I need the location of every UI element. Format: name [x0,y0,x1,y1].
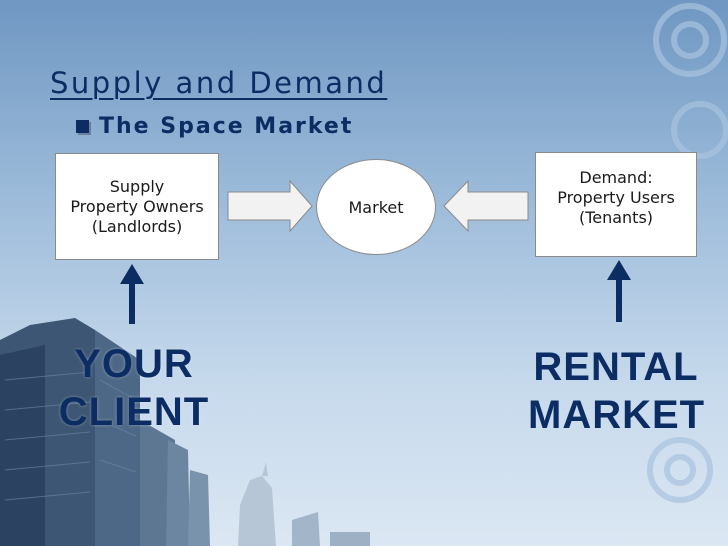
demand-to-market-arrow [443,179,529,233]
market-label: Market [348,197,404,217]
supply-line-2: Property Owners [70,196,204,216]
rental-line-1: RENTAL [533,345,699,389]
building-window-lines [4,371,137,501]
client-line-2: CLIENT [58,390,210,434]
supply-line-3: (Landlords) [91,216,183,236]
demand-line-1: Demand: [579,167,653,187]
subtitle-bullet: The Space Market [76,114,353,139]
rental-market-label: RENTAL MARKET [528,343,704,439]
client-line-1: YOUR [74,342,194,386]
supply-to-market-arrow [227,179,313,233]
slide-title: Supply and Demand [50,66,388,100]
demand-line-2: Property Users [557,187,675,207]
rental-line-2: MARKET [528,393,706,437]
your-client-label: YOUR CLIENT [58,340,210,436]
market-circle: Market [316,159,436,255]
ornament-pattern [647,3,728,503]
supply-line-1: Supply [109,176,165,196]
demand-line-3: (Tenants) [578,207,654,227]
skyline-buildings [0,318,370,546]
supply-box: Supply Property Owners (Landlords) [55,153,219,260]
slide-subtitle: The Space Market [99,114,354,139]
square-bullet-icon [76,120,89,133]
demand-box: Demand: Property Users (Tenants) [535,152,697,257]
rental-up-arrow [607,260,631,322]
client-up-arrow [120,264,144,324]
